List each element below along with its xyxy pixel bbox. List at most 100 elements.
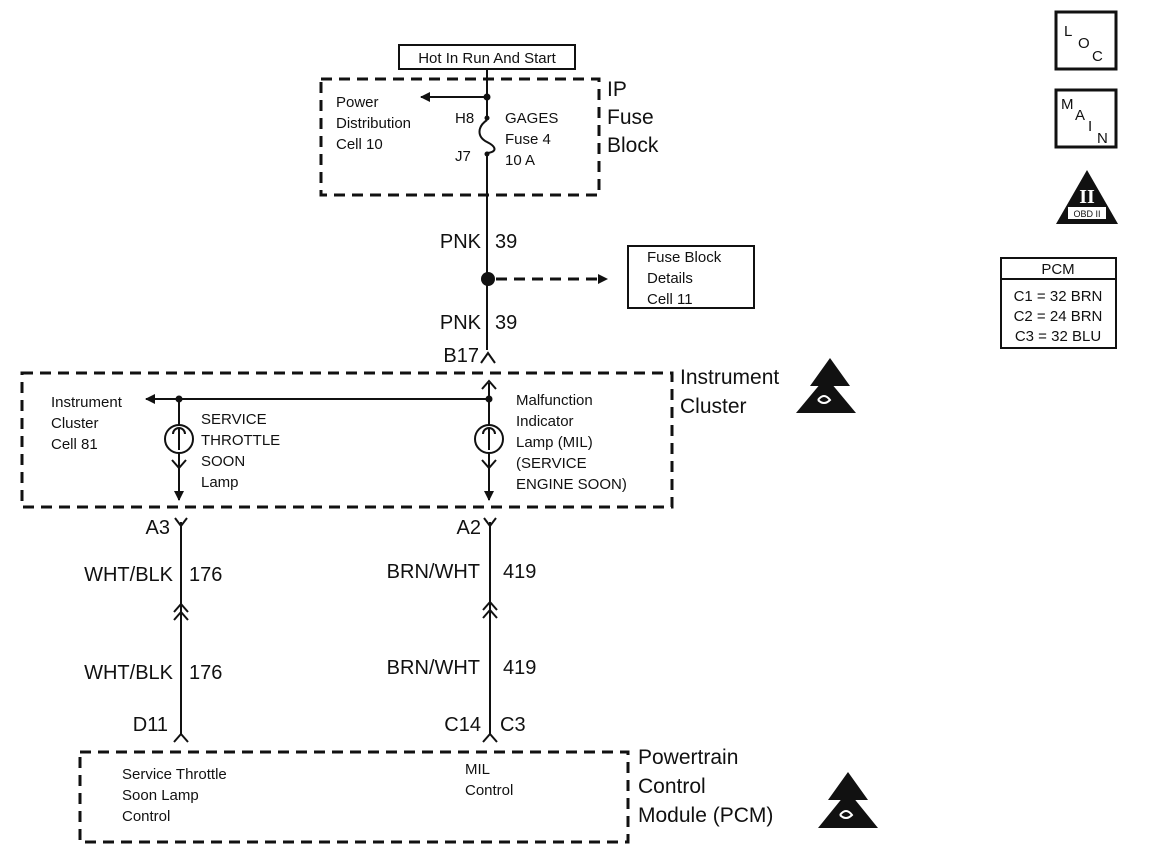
label-text: Cell 81 (51, 436, 98, 453)
label-text: C (1092, 48, 1103, 65)
label-text: THROTTLE (201, 432, 280, 449)
label-text: MIL (465, 761, 490, 778)
inline-connector-left (173, 602, 189, 621)
label-text: L (1064, 23, 1072, 40)
splice-dot-right (485, 395, 493, 403)
label-text: II (1079, 186, 1095, 208)
power-distribution-ref: Power Distribution Cell 10 (336, 94, 411, 153)
pin-a2: A2 (457, 517, 481, 539)
label-text: Powertrain (638, 746, 738, 769)
connector-c14-symbol (482, 732, 498, 743)
label-text: Fuse Block (647, 249, 722, 266)
label-text: Cell 10 (336, 136, 383, 153)
label-text: Power (336, 94, 379, 111)
connector-d11-symbol (173, 732, 189, 743)
connector-b17-internal (481, 379, 497, 390)
instrument-cluster-border (20, 371, 674, 509)
mil-control-label: MIL Control (465, 761, 513, 799)
esd-warning-icon-pcm (818, 772, 878, 828)
connector-b17-symbol (480, 351, 496, 364)
label-text: Fuse 4 (505, 131, 551, 148)
label-text: Cluster (51, 415, 99, 432)
label-text: Block (607, 134, 659, 157)
pin-a3: A3 (146, 517, 170, 539)
label-text: IP (607, 78, 627, 101)
label-text: Indicator (516, 413, 574, 430)
label-text: Instrument (680, 366, 779, 389)
wire-circuit-176-lower: 176 (189, 662, 222, 684)
ip-fuse-block-title: IP Fuse Block (607, 78, 659, 157)
label-text: Control (465, 782, 513, 799)
label-text: M (1061, 96, 1074, 113)
label-text: Control (122, 808, 170, 825)
fuse-block-details-arrow (598, 274, 608, 284)
service-throttle-control-label: Service Throttle Soon Lamp Control (122, 766, 227, 825)
label-text: C3 = 32 BLU (1015, 328, 1101, 345)
wire-color-brn-wht-upper: BRN/WHT (387, 561, 480, 583)
supply-label: Hot In Run And Start (418, 50, 556, 67)
splice-dot-top (483, 93, 491, 101)
wire-color-brn-wht-lower: BRN/WHT (387, 657, 480, 679)
label-text: Instrument (51, 394, 123, 411)
label-text: Module (PCM) (638, 804, 773, 827)
pcm-border (78, 750, 630, 844)
label-text: SOON (201, 453, 245, 470)
pin-h8: H8 (455, 110, 474, 127)
label-text: C2 = 24 BRN (1014, 308, 1103, 325)
label-text: Lamp (201, 474, 239, 491)
fuse-pin-h8 (484, 115, 490, 121)
label-text: Cell 11 (647, 291, 693, 308)
pcm-connector-table: PCM C1 = 32 BRN C2 = 24 BRN C3 = 32 BLU (1000, 257, 1117, 349)
pin-b17: B17 (443, 345, 479, 367)
label-text: Malfunction (516, 392, 593, 409)
splice-pnk (481, 272, 495, 286)
label-text: Cluster (680, 395, 747, 418)
main-icon[interactable]: M A I N (1054, 88, 1118, 149)
label-text: O (1078, 35, 1090, 52)
wire-color-wht-blk-lower: WHT/BLK (84, 662, 174, 684)
obd-ii-icon[interactable]: II OBD II (1056, 170, 1118, 224)
label-text: (SERVICE (516, 455, 587, 472)
instrument-cluster-ref: Instrument Cluster Cell 81 (51, 394, 123, 453)
wire-circuit-176-upper: 176 (189, 564, 222, 586)
label-text: Lamp (MIL) (516, 434, 593, 451)
fuse-block-details-box: Fuse Block Details Cell 11 (627, 245, 755, 309)
label-text: Distribution (336, 115, 411, 132)
pin-d11: D11 (133, 714, 168, 736)
label-text: 10 A (505, 152, 535, 169)
esd-warning-icon-cluster (796, 358, 856, 413)
wire-color-pnk-upper: PNK (440, 231, 482, 253)
label-text: GAGES (505, 110, 558, 127)
label-text: A (1075, 107, 1085, 124)
instrument-cluster-title: Instrument Cluster (680, 366, 779, 418)
wire-circuit-39-lower: 39 (495, 312, 517, 334)
fuse-symbol (478, 119, 496, 154)
service-throttle-soon-lamp-icon (164, 424, 194, 454)
ip-fuse-block-border (319, 77, 601, 197)
wire-color-pnk-lower: PNK (440, 312, 482, 334)
wire-circuit-39-upper: 39 (495, 231, 517, 253)
label-text: Details (647, 270, 693, 287)
fuse-label: GAGES Fuse 4 10 A (505, 110, 558, 169)
wire-circuit-419-lower: 419 (503, 657, 536, 679)
label-text: PCM (1041, 261, 1074, 278)
inline-connector-right (482, 600, 498, 619)
supply-label-box: Hot In Run And Start (398, 44, 576, 70)
label-text: Control (638, 775, 706, 798)
wire-color-wht-blk-upper: WHT/BLK (84, 564, 174, 586)
label-text: C1 = 32 BRN (1014, 288, 1103, 305)
loc-icon[interactable]: L O C (1054, 10, 1118, 71)
wire-circuit-419-upper: 419 (503, 561, 536, 583)
label-text: Fuse (607, 106, 654, 129)
service-throttle-soon-lamp-label: SERVICE THROTTLE SOON Lamp (201, 411, 280, 491)
mil-lamp-label: Malfunction Indicator Lamp (MIL) (SERVIC… (516, 392, 627, 493)
label-text: I (1088, 118, 1092, 135)
pin-c3: C3 (500, 714, 526, 736)
mil-lamp-icon (474, 424, 504, 454)
label-text: OBD II (1073, 209, 1100, 219)
label-text: Service Throttle (122, 766, 227, 783)
label-text: Soon Lamp (122, 787, 199, 804)
pin-c14: C14 (444, 714, 481, 736)
label-text: N (1097, 130, 1108, 147)
